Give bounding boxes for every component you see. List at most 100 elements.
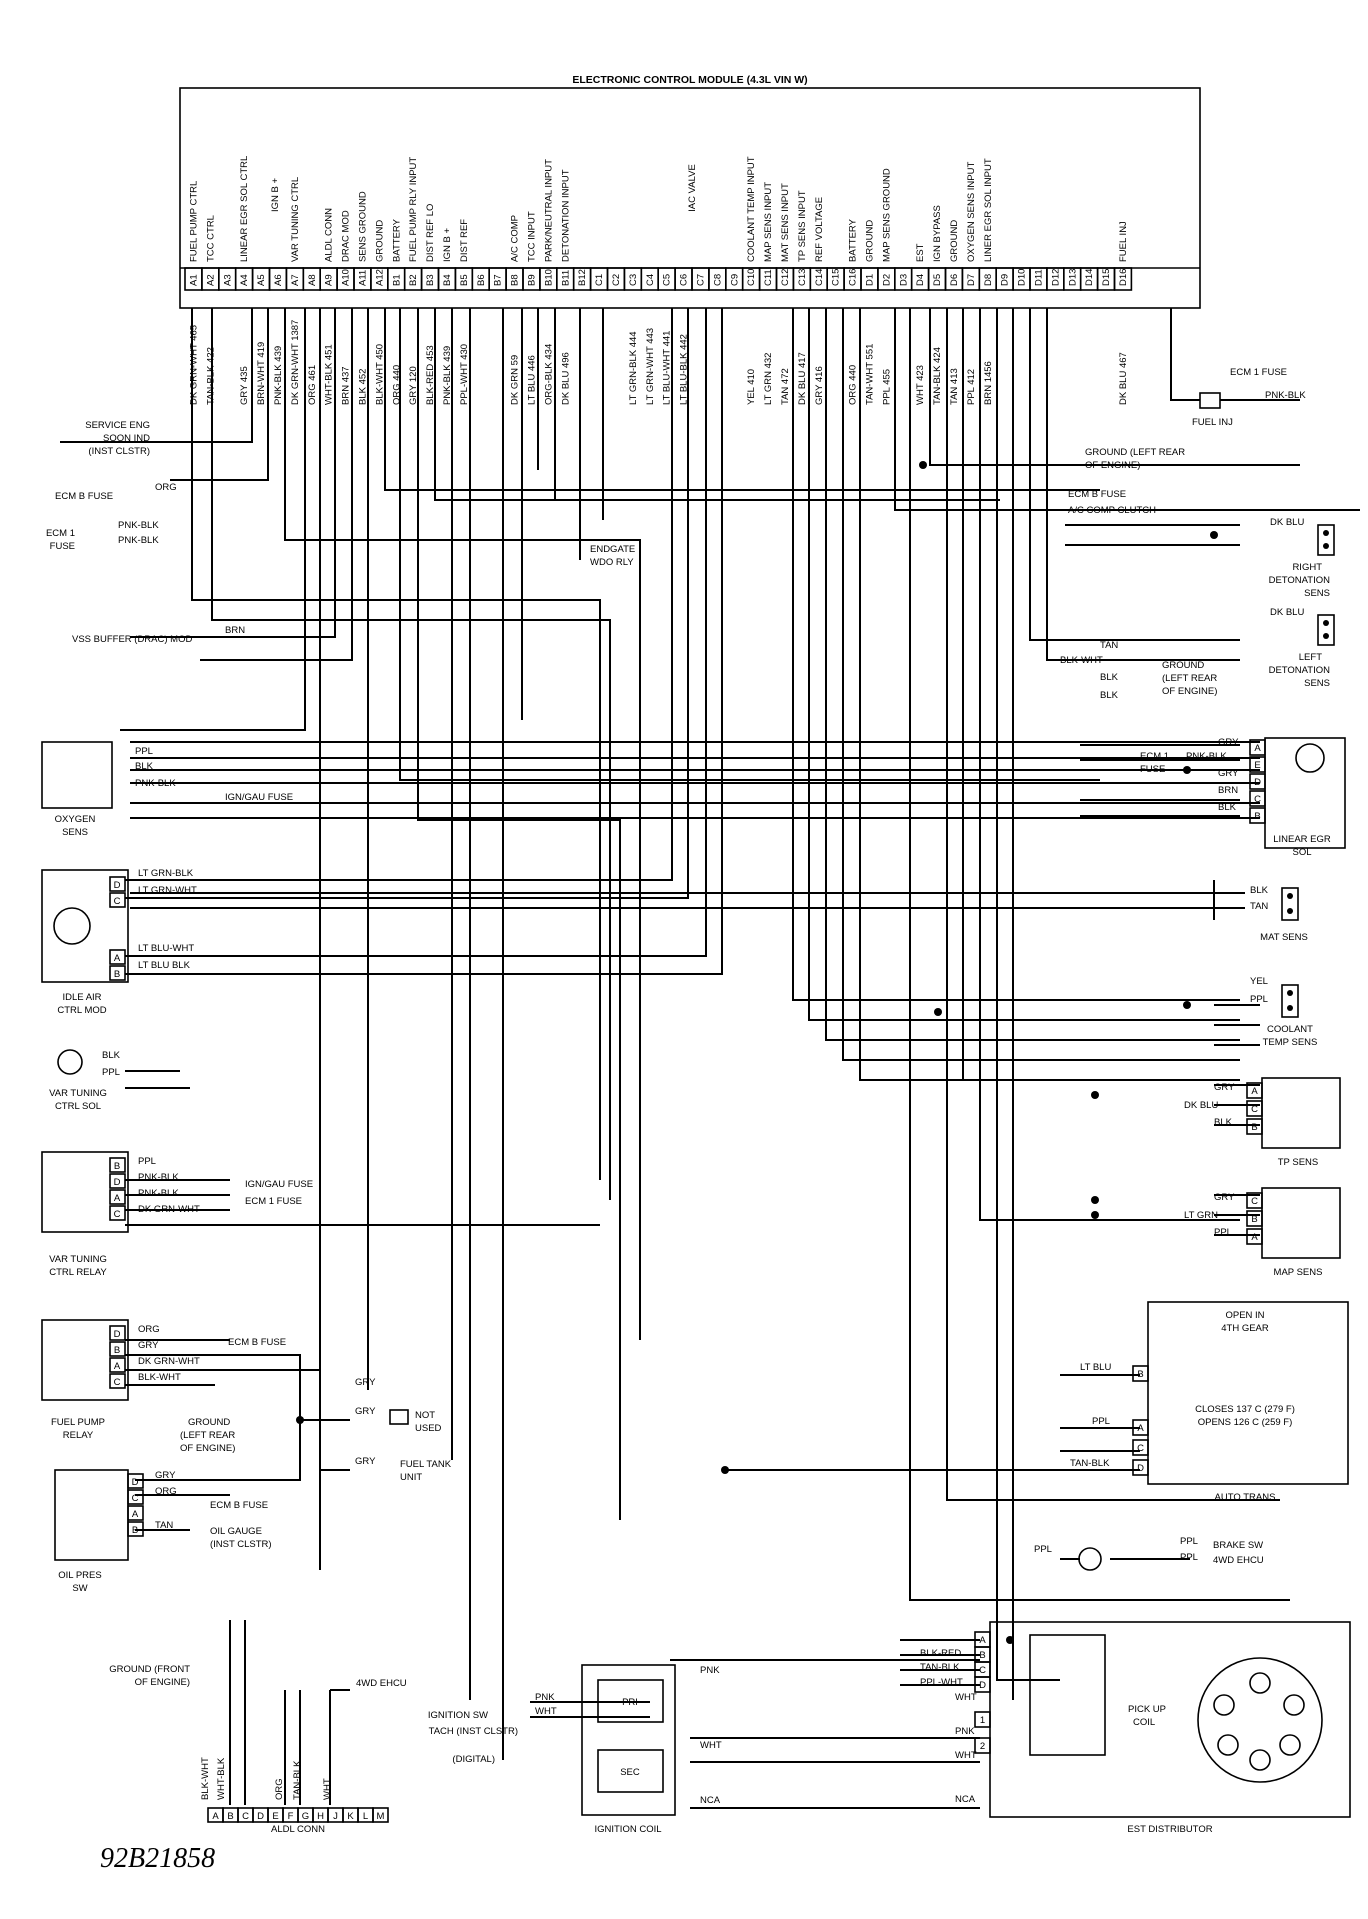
brake-sw-label: BRAKE SW bbox=[1213, 1540, 1263, 1551]
ignition-coil: PRI SEC IGNITION SW TACH (INST CLSTR) (D… bbox=[428, 1664, 722, 1835]
at-wire-lt-blu: LT BLU bbox=[1080, 1362, 1111, 1373]
vtr-pin-d: D bbox=[109, 1173, 126, 1189]
map-pin-label: B bbox=[1251, 1214, 1257, 1225]
ecm1-fuse-label: ECM 1 FUSE bbox=[1230, 367, 1287, 378]
coil-wire-wht-out: WHT bbox=[700, 1740, 722, 1751]
left-labels: SERVICE ENG SOON IND (INST CLSTR) ECM B … bbox=[46, 420, 245, 645]
ops-pin-c: C bbox=[127, 1489, 144, 1505]
coil-ign-sw: IGNITION SW bbox=[428, 1710, 488, 1721]
right-det-line3: SENS bbox=[1304, 588, 1330, 599]
map-wire-lt-grn: LT GRN bbox=[1184, 1210, 1218, 1221]
aldl-pin-label: E bbox=[272, 1811, 278, 1822]
at-pin-3: D bbox=[1132, 1459, 1149, 1476]
ecm-pin-id: A3 bbox=[222, 274, 233, 286]
ecm-pin-id: D13 bbox=[1067, 269, 1078, 286]
ecm-pin-id: D3 bbox=[898, 274, 909, 286]
fpr-pin-d: D bbox=[109, 1325, 126, 1341]
ecm-pin-wire: LT GRN-BLK 444 bbox=[628, 331, 639, 405]
ecm-pin-b12: B12 bbox=[572, 267, 592, 291]
ecm-pin-wire: LT GRN-WHT 443 bbox=[645, 328, 656, 405]
at-wire-ppl: PPL bbox=[1092, 1416, 1110, 1427]
ecm-pin-function: OXYGEN SENS INPUT bbox=[966, 162, 977, 262]
ops-label-line2: SW bbox=[72, 1583, 87, 1594]
aldl-pin-e: E bbox=[267, 1807, 284, 1823]
coil-pri-label: PRI bbox=[622, 1697, 638, 1708]
cts-label-line1: COOLANT bbox=[1267, 1024, 1313, 1035]
map-pin-label: A bbox=[1251, 1232, 1258, 1243]
egr-label-line2: SOL bbox=[1292, 847, 1311, 858]
est-wire-tan-blk: TAN-BLK bbox=[920, 1662, 960, 1673]
ecm-pin-c9: C9 bbox=[724, 267, 744, 291]
ecm-pin-id: C5 bbox=[662, 274, 673, 286]
ecm-pin-function: DIST REF LO bbox=[425, 204, 436, 262]
vtr-pin-a-label: A bbox=[114, 1193, 121, 1204]
ecm-pin-id: B12 bbox=[577, 269, 588, 286]
iac-pin-a-label: A bbox=[114, 953, 121, 964]
coolant-temp-sens: YEL PPL COOLANT TEMP SENS bbox=[1250, 976, 1317, 1048]
ecm-pin-id: B8 bbox=[510, 274, 521, 286]
aldl-pin-label: G bbox=[302, 1811, 309, 1822]
egr-pin-2: D bbox=[1249, 773, 1266, 790]
aldl-pin-label: D bbox=[257, 1811, 264, 1822]
ecm-pin-d11: D11 bbox=[1029, 267, 1048, 291]
coil-wire-nca: NCA bbox=[700, 1795, 721, 1806]
ecm-pin-id: C1 bbox=[594, 274, 605, 286]
ecm-pin-function: IGN B + bbox=[442, 227, 453, 262]
fpr-pin-c: C bbox=[109, 1373, 126, 1389]
ecm-pin-wire: BLK 452 bbox=[357, 369, 368, 405]
ecm-pin-wire: DK BLU 417 bbox=[797, 352, 808, 405]
ground-group-right: TAN BLK-WHT BLK BLK GROUND (LEFT REAR OF… bbox=[1060, 640, 1217, 701]
right-det-wire: DK BLU bbox=[1270, 517, 1304, 528]
at-open-line1: OPEN IN bbox=[1225, 1310, 1264, 1321]
ecm-pin-c2: C2 bbox=[606, 267, 626, 291]
ecm1-wire2: PNK-BLK bbox=[118, 535, 159, 546]
ecm1-fuse-left-line2: FUSE bbox=[50, 541, 75, 552]
ecm-pin-function: VAR TUNING CTRL bbox=[290, 177, 301, 262]
egr-pin-0: A bbox=[1249, 739, 1266, 756]
aldl-wire-4: TAN-BLK bbox=[292, 1760, 303, 1800]
ecm-pin-id: C14 bbox=[814, 269, 825, 286]
fpr-ground-line2: (LEFT REAR bbox=[180, 1430, 235, 1441]
o2-wire-ppl: PPL bbox=[135, 746, 153, 757]
ecm-pin-id: B4 bbox=[442, 274, 453, 286]
tp-wire-gry: GRY bbox=[1214, 1082, 1235, 1093]
ecm-pin-wire: DK GRN-WHT 1387 bbox=[290, 320, 301, 405]
ecm-pin-wire: LT BLU-BLK 442 bbox=[679, 334, 690, 405]
ecm-pin-id: B9 bbox=[526, 274, 537, 286]
ops-pin-b-label: B bbox=[132, 1525, 138, 1536]
est-pin-5: 2 bbox=[974, 1737, 991, 1754]
at-wire-tan-blk: TAN-BLK bbox=[1070, 1458, 1110, 1469]
ecm-pin-id: C11 bbox=[763, 269, 774, 286]
ecm-pin-function: EST bbox=[915, 243, 926, 262]
ecm-pin-function: COOLANT TEMP INPUT bbox=[746, 156, 757, 262]
ecm-pin-wire: TAN-BLK 422 bbox=[205, 347, 216, 405]
ecm-pin-function: LINEAR EGR SOL CTRL bbox=[239, 156, 250, 262]
iac-label-line1: IDLE AIR bbox=[62, 992, 101, 1003]
aldl-pin-k: K bbox=[342, 1807, 359, 1823]
vtr-wire-3: PNK-BLK bbox=[138, 1188, 179, 1199]
ecm-pin-function: MAT SENS INPUT bbox=[780, 183, 791, 262]
ecm-pin-wire: GRY 120 bbox=[408, 366, 419, 405]
egr-wire-5: BLK bbox=[1218, 802, 1237, 813]
ground-left-rear: GROUND (LEFT REAR OF ENGINE) ECM B FUSE … bbox=[590, 447, 1185, 568]
ecm-pin-wire: PNK-BLK 439 bbox=[442, 346, 453, 405]
fuel-inj-wire: PNK-BLK bbox=[1265, 390, 1306, 401]
gnd-wire-blk2: BLK bbox=[1100, 690, 1119, 701]
est-pin-label: 1 bbox=[980, 1715, 985, 1726]
left-det-wire: DK BLU bbox=[1270, 607, 1304, 618]
figure-reference-number: 92B21858 bbox=[100, 1843, 216, 1874]
ecm1-fuse-left-line1: ECM 1 bbox=[46, 528, 75, 539]
brake-sw: PPL PPL PPL BRAKE SW 4WD EHCU bbox=[1034, 1536, 1264, 1571]
right-det-line2: DETONATION bbox=[1269, 575, 1331, 586]
ecm-b-fuse-left: ECM B FUSE bbox=[55, 491, 113, 502]
aldl-pin-label: A bbox=[212, 1811, 219, 1822]
fpr-pin-a-label: A bbox=[114, 1361, 121, 1372]
ecm-pin-function: MAP SENS GROUND bbox=[881, 168, 892, 262]
